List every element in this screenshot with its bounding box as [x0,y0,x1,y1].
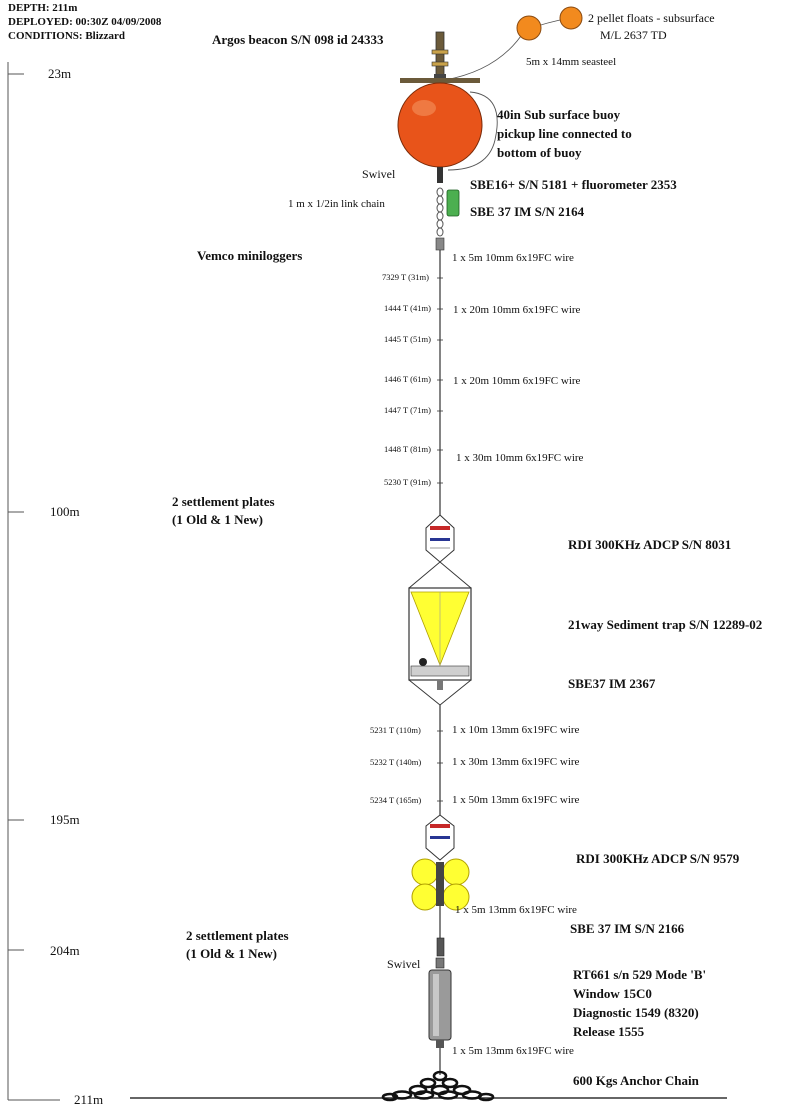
wire-5m-13mm-a-label: 1 x 5m 13mm 6x19FC wire [455,904,577,916]
wire-50m-13mm-label: 1 x 50m 13mm 6x19FC wire [452,794,580,806]
wire-20m-a-label: 1 x 20m 10mm 6x19FC wire [453,304,581,316]
logger-1448-label: 1448 T (81m) [384,444,431,454]
pellet-float-icon [516,15,542,41]
adcp-9579-label: RDI 300KHz ADCP S/N 9579 [576,851,740,866]
pellet-floats-label: 2 pellet floats - subsurface [588,11,715,25]
release-label-3: Diagnostic 1549 (8320) [573,1005,699,1020]
depth-195m-label: 195m [50,812,80,827]
vemco-label: Vemco miniloggers [197,248,303,263]
release-label-4: Release 1555 [573,1024,645,1039]
adcp-8031-icon [425,514,455,563]
depth-204m-label: 204m [50,943,80,958]
logger-1447-label: 1447 T (71m) [384,405,431,415]
logger-5230-label: 5230 T (91m) [384,477,431,487]
link-chain-label: 1 m x 1/2in link chain [288,198,385,210]
sbe37-2166-icon [436,937,445,957]
anchor-chain-icon [381,1070,495,1102]
wire-30m-10mm-label: 1 x 30m 10mm 6x19FC wire [456,452,584,464]
sediment-trap-label: 21way Sediment trap S/N 12289-02 [568,617,763,632]
argos-beacon-label: Argos beacon S/N 098 id 24333 [212,32,384,47]
depth-211m-label: 211m [74,1092,104,1107]
settlement-plates-bottom-label: 2 settlement plates [186,928,289,943]
buoy-label-3: bottom of buoy [497,145,582,160]
sbe37-2164-label: SBE 37 IM S/N 2164 [470,204,585,219]
wire-5m-10mm-label: 1 x 5m 10mm 6x19FC wire [452,252,574,264]
adcp-8031-label: RDI 300KHz ADCP S/N 8031 [568,537,732,552]
argos-beacon-icon [431,31,449,83]
sediment-trap-icon [408,561,472,706]
logger-1446-label: 1446 T (61m) [384,374,431,384]
subsurface-buoy-icon [397,78,483,183]
release-label-2: Window 15C0 [573,986,652,1001]
pellet-float-icon [559,6,583,30]
seasteel-line [444,29,526,81]
settlement-plates-top-label: 2 settlement plates [172,494,275,509]
link-chain-icon [435,187,445,251]
logger-5231-label: 5231 T (110m) [370,725,421,735]
pellet-floats-id-label: M/L 2637 TD [600,28,667,42]
anchor-chain-label: 600 Kgs Anchor Chain [573,1073,699,1088]
depth-axis [7,62,60,1101]
wire-30m-13mm-label: 1 x 30m 13mm 6x19FC wire [452,756,580,768]
acoustic-release-icon [428,969,452,1048]
logger-5232-label: 5232 T (140m) [370,757,422,767]
wire-20m-b-label: 1 x 20m 10mm 6x19FC wire [453,375,581,387]
deployed-label: DEPLOYED: 00:30Z 04/09/2008 [8,16,162,28]
sbe16-instrument-icon [446,189,460,217]
buoy-label-1: 40in Sub surface buoy [497,107,621,122]
logger-7329-label: 7329 T (31m) [382,272,429,282]
swivel-icon [435,957,445,969]
adcp-9579-icon [425,814,455,861]
sbe37-2166-label: SBE 37 IM S/N 2166 [570,921,685,936]
buoy-label-2: pickup line connected to [497,126,632,141]
depth-label: DEPTH: 211m [8,2,78,14]
sbe37-2367-label: SBE37 IM 2367 [568,676,656,691]
wire-5m-13mm-b-label: 1 x 5m 13mm 6x19FC wire [452,1045,574,1057]
settlement-plates-bottom-sub-label: (1 Old & 1 New) [186,946,277,961]
conditions-label: CONDITIONS: Blizzard [8,30,126,42]
depth-100m-label: 100m [50,504,80,519]
logger-1445-label: 1445 T (51m) [384,334,431,344]
settlement-plates-top-sub-label: (1 Old & 1 New) [172,512,263,527]
logger-5234-label: 5234 T (165m) [370,795,422,805]
logger-1444-label: 1444 T (41m) [384,303,431,313]
seasteel-label: 5m x 14mm seasteel [526,56,617,68]
wire-10m-13mm-label: 1 x 10m 13mm 6x19FC wire [452,724,580,736]
swivel-bottom-label: Swivel [387,957,421,971]
sbe16-label: SBE16+ S/N 5181 + fluorometer 2353 [470,177,677,192]
pickup-line [447,91,498,171]
yellow-floats-icon [411,858,470,911]
swivel-top-label: Swivel [362,167,396,181]
release-label-1: RT661 s/n 529 Mode 'B' [573,967,707,982]
depth-23m-label: 23m [48,66,72,81]
